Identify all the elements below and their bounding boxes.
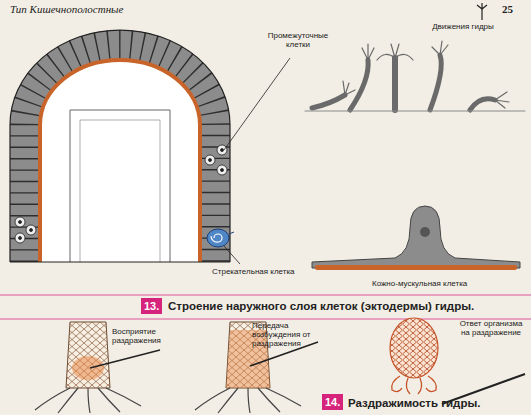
stinging-cell — [207, 229, 234, 247]
interstitial-cells — [15, 145, 227, 243]
hydra-response — [390, 318, 525, 404]
part-label: Стрекательная клетка — [212, 268, 322, 277]
hydra-movements — [305, 41, 525, 111]
leader-lines — [224, 58, 290, 264]
running-header: Тип Кишечнополостные — [10, 3, 123, 15]
part-label: Промежуточные клетки — [262, 32, 334, 50]
ectoderm-arch — [10, 30, 230, 262]
skin-muscle-cell — [312, 206, 520, 270]
rule-line — [0, 319, 531, 320]
rule-line — [0, 295, 531, 296]
figure-number: 14. — [322, 394, 343, 410]
stage-label: Восприятие раздражения — [112, 328, 174, 346]
figure-caption: Раздражимость гидры. — [348, 397, 528, 410]
header-icon — [477, 3, 487, 20]
part-label: Кожно-мускульная клетка — [372, 280, 502, 289]
figure-caption: Строение наружного слоя клеток (эктодерм… — [168, 300, 508, 313]
needle — [90, 350, 160, 368]
stage-label: Ответ организма на раздражение — [458, 320, 524, 338]
figure-number: 13. — [141, 298, 162, 314]
stage-label: Передача возбуждения от раздражения — [252, 322, 332, 348]
part-label: Движения гидры — [408, 23, 518, 32]
page-number: 25 — [502, 3, 513, 15]
